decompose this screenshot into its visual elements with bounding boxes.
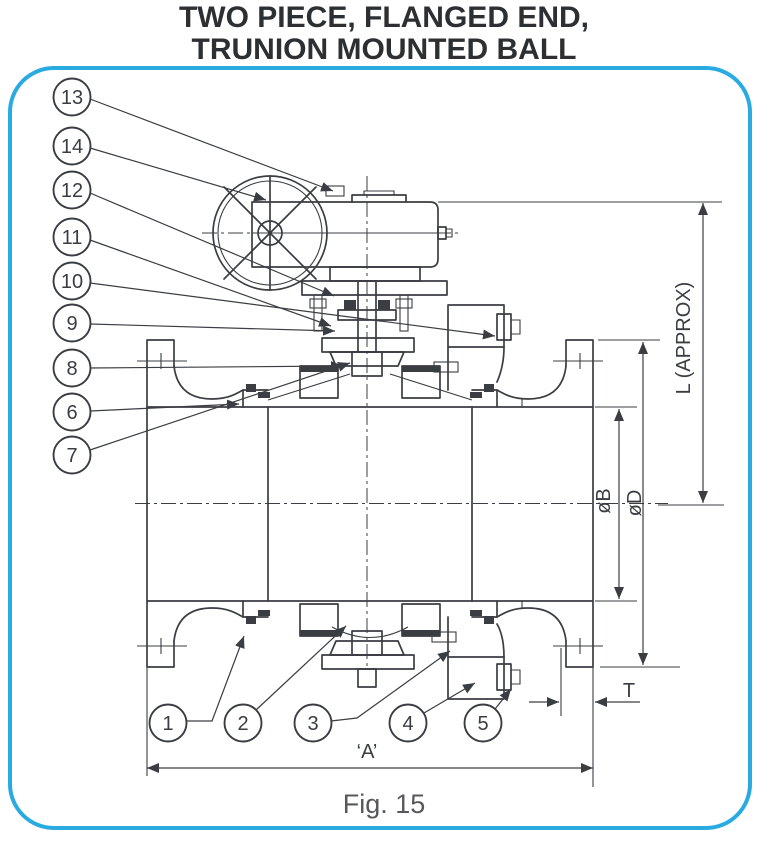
drawing-border bbox=[8, 66, 752, 830]
leader-3 bbox=[330, 650, 451, 722]
dimension-label-flange-thickness: T bbox=[623, 680, 635, 702]
bottom-closure bbox=[321, 630, 415, 688]
leader-5 bbox=[494, 688, 512, 710]
callout-6: 6 bbox=[52, 392, 92, 432]
dimension-label-length: L (APPROX) bbox=[673, 282, 695, 395]
dimension-label-flange-od: øD bbox=[624, 490, 646, 517]
callout-12: 12 bbox=[52, 170, 92, 210]
leader-11 bbox=[89, 239, 332, 327]
callout-10: 10 bbox=[52, 261, 92, 301]
callout-2: 2 bbox=[223, 703, 263, 743]
callout-balloons: 13 14 12 11 10 9 bbox=[52, 77, 503, 743]
dimension-label-bore: øB bbox=[593, 488, 615, 514]
seat-retainers bbox=[299, 361, 459, 643]
leader-8 bbox=[89, 361, 344, 372]
svg-text:6: 6 bbox=[66, 402, 77, 424]
svg-text:3: 3 bbox=[307, 713, 318, 735]
drawing-title: TWO PIECE, FLANGED END, TRUNION MOUNTED … bbox=[0, 2, 768, 66]
callout-1: 1 bbox=[148, 703, 188, 743]
callout-8: 8 bbox=[52, 348, 92, 388]
callout-11: 11 bbox=[52, 217, 92, 257]
svg-text:10: 10 bbox=[61, 271, 83, 293]
figure-caption: Fig. 15 bbox=[342, 789, 426, 819]
leader-1 bbox=[187, 635, 245, 722]
dimension-annotations: L (APPROX) øB øD T ‘A’ bbox=[146, 201, 724, 787]
svg-text:11: 11 bbox=[62, 227, 83, 249]
svg-text:5: 5 bbox=[477, 713, 488, 735]
stem-and-gland-assembly bbox=[301, 266, 448, 377]
svg-text:13: 13 bbox=[61, 87, 83, 109]
svg-text:7: 7 bbox=[66, 445, 77, 467]
callout-5: 5 bbox=[463, 703, 503, 743]
leader-13 bbox=[89, 98, 334, 192]
callout-3: 3 bbox=[293, 703, 333, 743]
svg-text:12: 12 bbox=[61, 180, 83, 202]
callout-13: 13 bbox=[52, 77, 92, 117]
svg-text:9: 9 bbox=[66, 313, 77, 335]
drawing-title-line1: TWO PIECE, FLANGED END, bbox=[178, 1, 589, 34]
leader-6 bbox=[89, 399, 240, 412]
leader-7 bbox=[89, 362, 351, 451]
leader-10 bbox=[89, 282, 496, 340]
leader-14 bbox=[89, 147, 267, 202]
svg-text:4: 4 bbox=[402, 713, 413, 735]
svg-text:8: 8 bbox=[66, 358, 77, 380]
leader-4 bbox=[423, 682, 476, 714]
callout-14: 14 bbox=[52, 126, 92, 166]
ball-valve-section-view bbox=[135, 175, 668, 700]
leader-lines bbox=[89, 98, 512, 722]
drawing-title-line2: TRUNION MOUNTED BALL bbox=[191, 33, 577, 66]
callout-7: 7 bbox=[52, 435, 92, 475]
stop-bracket-top bbox=[447, 304, 521, 391]
callout-4: 4 bbox=[388, 703, 428, 743]
leader-12 bbox=[89, 192, 335, 297]
svg-text:14: 14 bbox=[61, 136, 83, 158]
svg-text:2: 2 bbox=[237, 713, 248, 735]
gear-operator bbox=[251, 185, 453, 268]
trunnion-plate-bottom bbox=[447, 616, 521, 700]
leader-2 bbox=[255, 625, 347, 711]
leader-9 bbox=[89, 323, 336, 336]
callout-9: 9 bbox=[52, 303, 92, 343]
seat-seals bbox=[246, 384, 494, 624]
svg-text:1: 1 bbox=[162, 713, 173, 735]
dimension-label-face-to-face: ‘A’ bbox=[357, 741, 378, 763]
